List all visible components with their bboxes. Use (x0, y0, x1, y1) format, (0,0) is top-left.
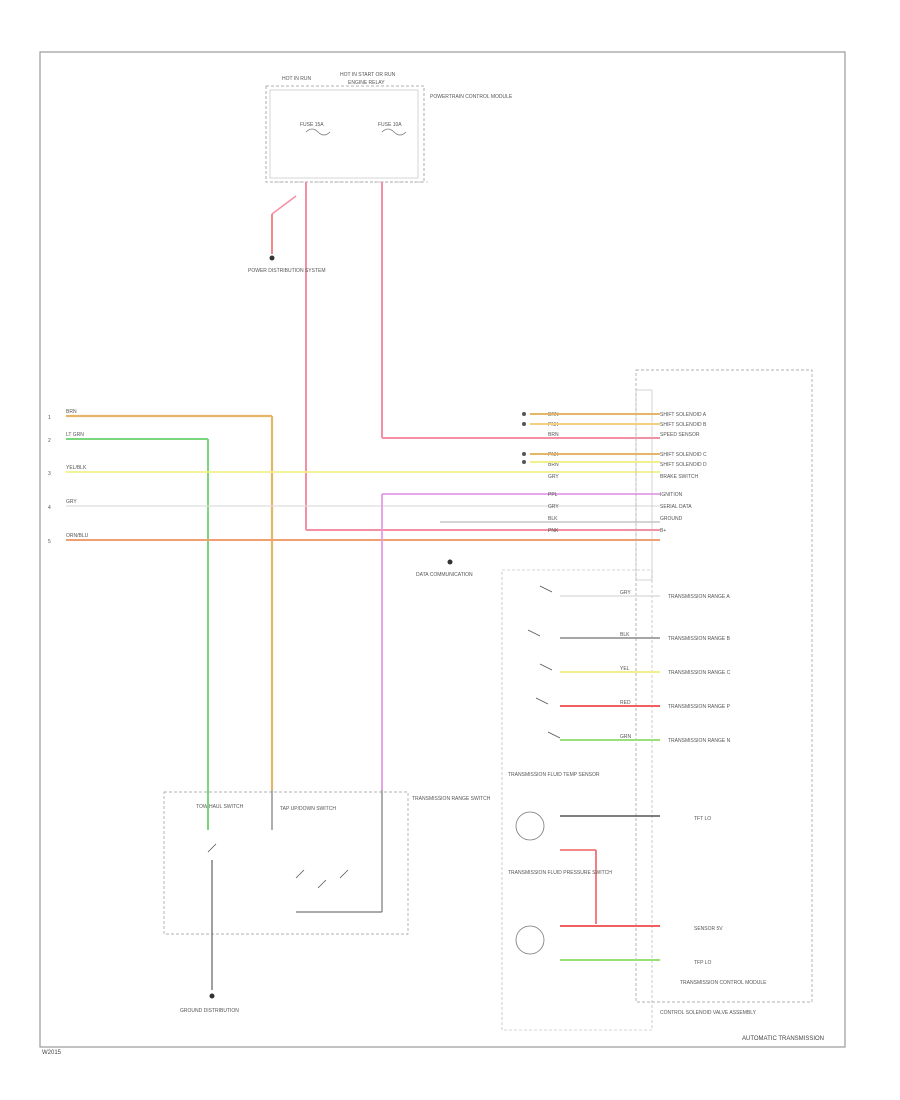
right-fuse-label: FUSE 10A (378, 122, 402, 128)
left-wire-label: BRN (66, 409, 77, 415)
left-wire-num: 4 (48, 505, 51, 511)
fluid-temp-sensor: TRANSMISSION FLUID TEMP SENSOR TFT LO (508, 772, 711, 924)
tcm-pin-wire: PPL (548, 492, 558, 498)
tcm-pin-label: SPEED SENSOR (660, 432, 700, 438)
top-ground-label: POWER DISTRIBUTION SYSTEM (248, 268, 326, 274)
sensor-icon (515, 811, 545, 841)
tcm-pin-label: GROUND (660, 516, 683, 522)
top-side-label: POWERTRAIN CONTROL MODULE (430, 94, 513, 100)
top-header-sub: ENGINE RELAY (348, 80, 385, 86)
left-wire-bundle (66, 414, 660, 790)
left-wire-label: GRY (66, 499, 77, 505)
top-module: HOT IN RUN HOT IN START OR RUN ENGINE RE… (265, 72, 513, 183)
tcm-pin-label: SHIFT SOLENOID B (660, 422, 707, 428)
sensor-pin-label: SENSOR 5V (694, 926, 723, 932)
tcm-pin-label: BRAKE SWITCH (660, 474, 698, 480)
switch-row-label: TRANSMISSION RANGE P (668, 704, 731, 710)
tcm-label: TRANSMISSION CONTROL MODULE (680, 980, 767, 986)
switch-row-wire: GRN (620, 734, 632, 740)
tcm-pin-label: SHIFT SOLENOID A (660, 412, 707, 418)
mid-ground-label: DATA COMMUNICATION (416, 572, 473, 578)
switch-row-label: TRANSMISSION RANGE A (668, 594, 730, 600)
tcm-pin-list: SHIFT SOLENOID A BRN SHIFT SOLENOID B PN… (548, 412, 707, 534)
tcm-pin-wire: BLK (548, 516, 558, 522)
tcm-pin-label: SERIAL DATA (660, 504, 692, 510)
splice-icon (522, 412, 526, 416)
left-wire-label: ORN/BLU (66, 533, 89, 539)
left-wire-label: YEL/BLK (66, 465, 87, 471)
range-switch-rows: TRANSMISSION RANGE A TRANSMISSION RANGE … (501, 569, 731, 1031)
footer-code: W2015 (42, 1050, 62, 1056)
left-fuse-label: FUSE 15A (300, 122, 324, 128)
switch-contact-icon (207, 843, 349, 889)
left-wire-num: 2 (48, 438, 51, 444)
wire-pink-branch (271, 195, 297, 215)
left-wire-num: 1 (48, 415, 51, 421)
splice-icon (522, 422, 526, 426)
selector-module: TRANSMISSION RANGE SWITCH TOW/HAUL SWITC… (163, 790, 491, 990)
selector-label: TRANSMISSION RANGE SWITCH (412, 796, 491, 802)
sensor-icon (515, 925, 545, 955)
switch-row-wire: GRY (620, 590, 631, 596)
fluid-pressure-switch: TRANSMISSION FLUID PRESSURE SWITCH SENSO… (508, 870, 723, 966)
switch-contact-icon (527, 585, 561, 739)
tcm-pin-label: IGNITION (660, 492, 683, 498)
fuse-icon (381, 128, 407, 136)
tcm-connector: TRANSMISSION CONTROL MODULE CONTROL SOLE… (635, 369, 813, 1016)
tcm-pin-wire: PNK (548, 528, 559, 534)
switch-row-label: TRANSMISSION RANGE N (668, 738, 731, 744)
splice-icon (522, 460, 526, 464)
sensor-label: TRANSMISSION FLUID TEMP SENSOR (508, 772, 600, 778)
switch-row-label: TRANSMISSION RANGE C (668, 670, 731, 676)
tcm-pin-wire: GRY (548, 504, 559, 510)
ground-point-icon (447, 559, 453, 565)
selector-right-switch: TAP UP/DOWN SWITCH (280, 806, 336, 812)
diagram-frame (39, 51, 846, 1048)
left-wire-num: 5 (48, 539, 51, 545)
selector-left-switch: TOW/HAUL SWITCH (196, 804, 244, 810)
switch-row-label: TRANSMISSION RANGE B (668, 636, 731, 642)
tcm-pin-label: B+ (660, 528, 666, 534)
tcm-pin-wire: BRN (548, 432, 559, 438)
switch-row-wire: BLK (620, 632, 630, 638)
switch-row-wire: YEL (620, 666, 630, 672)
ground-point-icon (209, 993, 215, 999)
bottom-ground-label: GROUND DISTRIBUTION (180, 1008, 239, 1014)
sensor-pin-label: TFT LO (694, 816, 711, 822)
left-wire-label: LT GRN (66, 432, 84, 438)
switch-row-wire: RED (620, 700, 631, 706)
ground-point-icon (269, 255, 275, 261)
tcm-sub-label: CONTROL SOLENOID VALVE ASSEMBLY (660, 1010, 757, 1016)
sensor-label: TRANSMISSION FLUID PRESSURE SWITCH (508, 870, 612, 876)
tcm-pin-stubs (522, 412, 660, 464)
tcm-pin-label: SHIFT SOLENOID C (660, 452, 707, 458)
top-header-left: HOT IN RUN (282, 76, 311, 82)
left-wire-num: 3 (48, 471, 51, 477)
tcm-pin-wire: BRN (548, 462, 559, 468)
left-wire-labels: 1 BRN 2 LT GRN 3 YEL/BLK 4 GRY 5 ORN/BLU (48, 409, 89, 545)
sensor-pin-label: TFP LO (694, 960, 712, 966)
top-header-right: HOT IN START OR RUN (340, 72, 396, 78)
footer-title: AUTOMATIC TRANSMISSION (742, 1036, 824, 1042)
tcm-pin-label: SHIFT SOLENOID D (660, 462, 707, 468)
fuse-icon (305, 128, 331, 136)
tcm-pin-wire: GRY (548, 474, 559, 480)
splice-icon (522, 452, 526, 456)
